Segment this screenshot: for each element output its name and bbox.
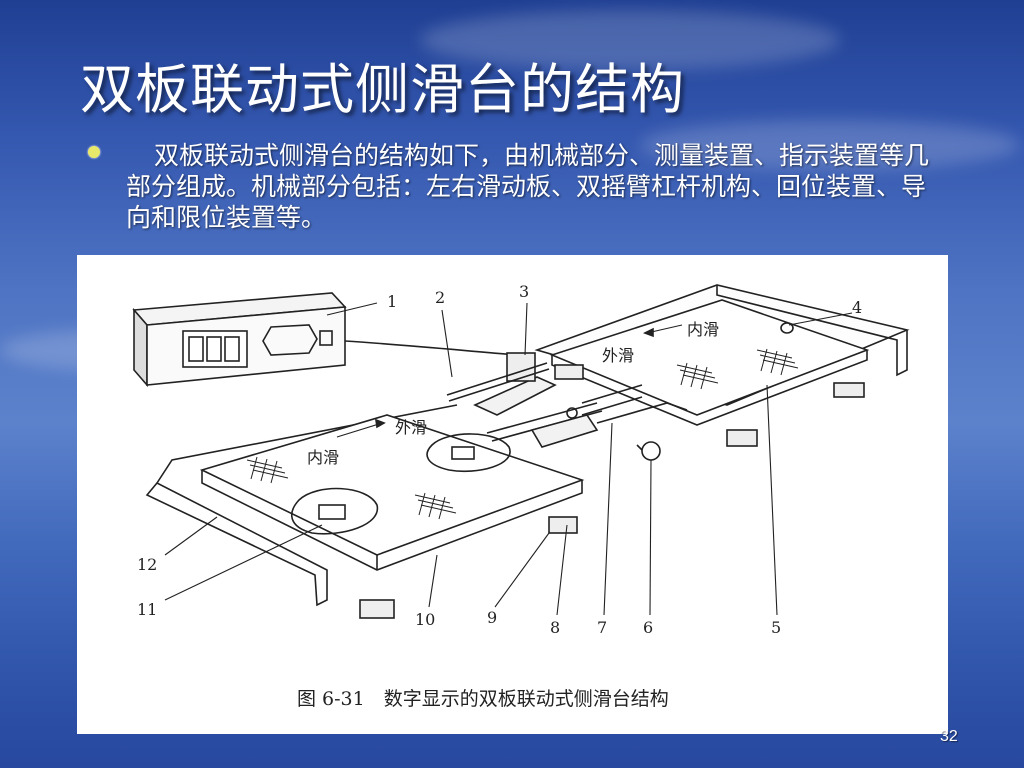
label-2: 2 bbox=[435, 288, 445, 307]
label-5: 5 bbox=[771, 618, 781, 637]
label-6: 6 bbox=[643, 618, 653, 637]
label-9: 9 bbox=[487, 608, 497, 627]
slide-title: 双板联动式侧滑台的结构 bbox=[80, 58, 685, 121]
label-12: 12 bbox=[137, 555, 157, 574]
background-cloud bbox=[640, 120, 1020, 170]
label-4: 4 bbox=[852, 298, 862, 317]
label-7: 7 bbox=[597, 618, 607, 637]
structure-figure: 1 2 3 4 5 6 7 8 9 10 11 12 内滑 外滑 外滑 内滑 图… bbox=[77, 255, 948, 734]
bullet-item: 双板联动式侧滑台的结构如下，由机械部分、测量装置、指示装置等几部分组成。机械部分… bbox=[88, 140, 938, 233]
bullet-icon bbox=[88, 146, 100, 158]
label-inner-right: 内滑 bbox=[687, 320, 719, 339]
page-number: 32 bbox=[940, 728, 958, 745]
bullet-text: 双板联动式侧滑台的结构如下，由机械部分、测量装置、指示装置等几部分组成。机械部分… bbox=[126, 141, 930, 232]
background-cloud bbox=[420, 10, 840, 70]
label-10: 10 bbox=[415, 610, 435, 629]
label-11: 11 bbox=[137, 600, 157, 619]
label-1: 1 bbox=[387, 292, 397, 311]
label-3: 3 bbox=[519, 282, 529, 301]
structure-diagram: 1 2 3 4 5 6 7 8 9 10 11 12 内滑 外滑 外滑 内滑 图… bbox=[132, 282, 910, 710]
label-8: 8 bbox=[550, 618, 560, 637]
label-outer-left: 外滑 bbox=[395, 418, 427, 437]
label-outer-right: 外滑 bbox=[602, 346, 634, 365]
label-inner-left: 内滑 bbox=[307, 448, 339, 467]
display-unit bbox=[132, 292, 347, 388]
figure-caption: 图 6-31 数字显示的双板联动式侧滑台结构 bbox=[297, 688, 669, 710]
